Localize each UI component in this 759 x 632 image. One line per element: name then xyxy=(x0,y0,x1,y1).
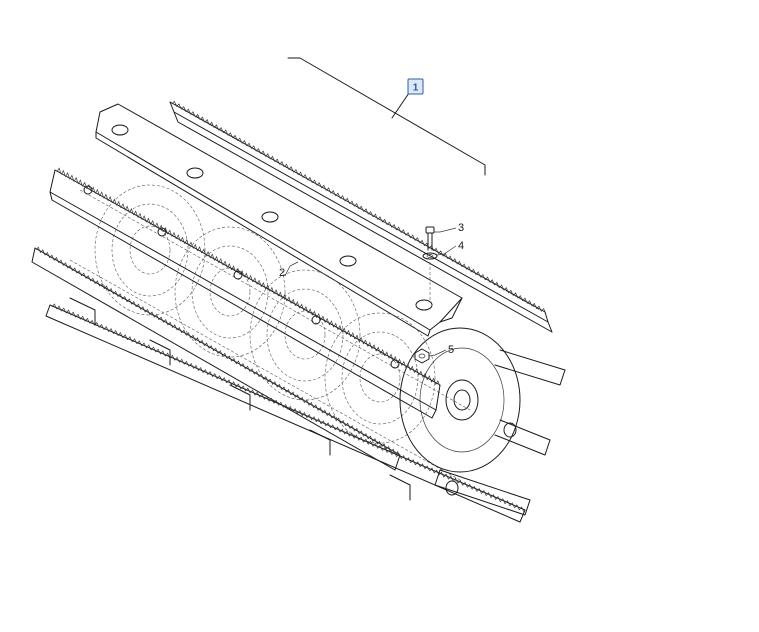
drum-disc xyxy=(249,269,361,401)
plate-hole xyxy=(415,299,433,311)
rear-serrated-bar xyxy=(169,100,553,333)
washer xyxy=(422,252,438,260)
bottom-serrated-bar xyxy=(45,297,526,523)
nut xyxy=(414,348,430,364)
callout-leaders xyxy=(284,227,457,357)
knife-plate xyxy=(95,103,463,337)
lower-serrated-bar xyxy=(31,246,401,471)
drum-disc xyxy=(94,184,206,316)
drum-body xyxy=(69,184,566,516)
plate-hole xyxy=(111,124,129,136)
drum-disc xyxy=(174,226,286,358)
plate-hole xyxy=(261,211,279,223)
assembly-bracket xyxy=(287,57,486,176)
front-serrated-bar xyxy=(49,167,441,419)
part-number-2: 2 xyxy=(279,267,285,279)
reference-callout-1[interactable]: 1 xyxy=(407,78,424,95)
bolt xyxy=(425,226,435,300)
plate-hole xyxy=(186,167,204,179)
part-number-3: 3 xyxy=(458,222,464,234)
part-number-5: 5 xyxy=(448,344,454,356)
reference-number: 1 xyxy=(413,83,419,94)
part-number-4: 4 xyxy=(458,240,464,252)
drum-disc xyxy=(324,312,436,444)
plate-hole xyxy=(339,255,357,267)
